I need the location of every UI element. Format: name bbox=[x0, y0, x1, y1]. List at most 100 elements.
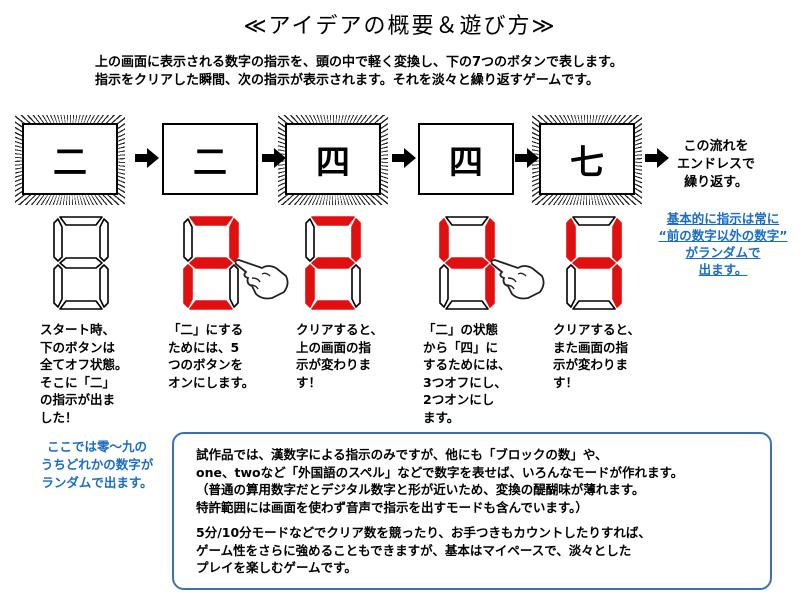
arrow-right-icon bbox=[645, 148, 669, 168]
segment-a-off[interactable] bbox=[445, 216, 489, 226]
caption-line: 下のボタンは bbox=[40, 339, 116, 355]
caption-line: そこに「二」 bbox=[40, 374, 116, 390]
segment-g-on[interactable] bbox=[189, 257, 233, 269]
caption-line: す！ bbox=[553, 374, 579, 390]
pointing-hand-icon bbox=[234, 259, 289, 300]
segment-a-on[interactable] bbox=[189, 216, 233, 226]
segment-c-off[interactable] bbox=[99, 264, 109, 308]
caption-line: スタート時、 bbox=[40, 322, 116, 337]
intro-line: 指示をクリアした瞬間、次の指示が表示されます。それを淡々と繰り返すゲームです。 bbox=[95, 73, 600, 88]
range-note-line: ここでは零～九の bbox=[46, 439, 147, 454]
seven-segment-display-3[interactable] bbox=[302, 213, 364, 313]
details-line: one、twoなど「外国語のスペル」などで数字を表せば、いろんなモードが作れます… bbox=[196, 464, 684, 480]
caption-line: クリアすると、 bbox=[553, 322, 641, 337]
details-line: 特許範囲には画面を使わず音声で指示を出すモードも含んでいます。） bbox=[196, 499, 588, 515]
segment-c-off[interactable] bbox=[351, 264, 361, 308]
caption-line: ためには、5 bbox=[168, 339, 240, 355]
segment-d-on[interactable] bbox=[189, 300, 233, 310]
segment-a-off[interactable] bbox=[572, 216, 616, 226]
segment-a-off[interactable] bbox=[59, 216, 103, 226]
caption-line: 上の画面の指 bbox=[296, 339, 372, 355]
segment-e-off[interactable] bbox=[439, 264, 449, 308]
seven-segment-display-4[interactable] bbox=[436, 213, 498, 313]
random-note: 基本的に指示は常に “前の数字以外の数字” がランダムで 出ます。 bbox=[654, 210, 792, 278]
details-line bbox=[196, 516, 766, 524]
arrow-right-icon bbox=[262, 148, 286, 168]
random-note-line: “前の数字以外の数字” bbox=[658, 228, 788, 243]
caption-step-2: 「二」にする ためには、5 つのボタンを オンにします。 bbox=[168, 321, 278, 391]
intro-line: 上の画面に表示される数字の指示を、頭の中で軽く変換し、下の7つのボタンで表します… bbox=[95, 55, 623, 70]
screen-2: 二 bbox=[162, 123, 258, 195]
segment-f-on[interactable] bbox=[439, 218, 449, 262]
range-note-line: うちどれかの数字が bbox=[40, 457, 154, 472]
segment-e-on[interactable] bbox=[305, 264, 315, 308]
screen-5: 七 bbox=[539, 123, 635, 195]
segment-b-off[interactable] bbox=[99, 218, 109, 262]
caption-line: また画面の指 bbox=[553, 339, 629, 355]
segment-b-on[interactable] bbox=[351, 218, 361, 262]
segment-d-off[interactable] bbox=[59, 300, 103, 310]
seven-segment-display-5[interactable] bbox=[563, 213, 625, 313]
caption-step-3: クリアすると、 上の画面の指 示が変わりま す！ bbox=[296, 321, 406, 391]
range-note-line: ランダムで出ます。 bbox=[41, 475, 153, 490]
caption-line: 3つオフにし、 bbox=[423, 374, 507, 390]
caption-line: から「四」に bbox=[423, 339, 499, 355]
segment-f-off[interactable] bbox=[183, 218, 193, 262]
random-note-line: 出ます。 bbox=[698, 262, 748, 277]
segment-c-on[interactable] bbox=[612, 264, 622, 308]
segment-d-off[interactable] bbox=[445, 300, 489, 310]
segment-g-off[interactable] bbox=[59, 257, 103, 269]
segment-g-on[interactable] bbox=[445, 257, 489, 269]
segment-e-off[interactable] bbox=[53, 264, 63, 308]
segment-b-on[interactable] bbox=[485, 218, 495, 262]
segment-d-on[interactable] bbox=[311, 300, 355, 310]
segment-e-on[interactable] bbox=[183, 264, 193, 308]
seven-segment-display-2[interactable] bbox=[180, 213, 242, 313]
screen-1: 二 bbox=[22, 123, 118, 195]
segment-b-on[interactable] bbox=[612, 218, 622, 262]
arrow-right-icon bbox=[515, 148, 539, 168]
caption-step-5: クリアすると、 また画面の指 示が変わりま す！ bbox=[553, 321, 663, 391]
screen-4: 四 bbox=[418, 123, 514, 195]
intro-text: 上の画面に表示される数字の指示を、頭の中で軽く変換し、下の7つのボタンで表します… bbox=[95, 54, 735, 90]
details-line: ゲーム性をさらに強めることもできますが、基本はマイペースで、淡々とした bbox=[196, 542, 632, 558]
segment-c-on[interactable] bbox=[485, 264, 495, 308]
segment-e-off[interactable] bbox=[566, 264, 576, 308]
details-box bbox=[172, 432, 772, 590]
caption-line: 全てオフ状態。 bbox=[40, 357, 128, 372]
details-text: 試作品では、漢数字による指示のみですが、他にも「ブロックの数」や、 one、tw… bbox=[196, 446, 766, 577]
caption-line: 示が変わりま bbox=[296, 357, 372, 372]
loop-note-line: エンドレスで bbox=[676, 157, 755, 172]
segment-g-on[interactable] bbox=[311, 257, 355, 269]
segment-d-off[interactable] bbox=[572, 300, 616, 310]
caption-line: 2つオンにし bbox=[423, 392, 495, 407]
caption-line: 「二」にする bbox=[168, 322, 244, 337]
caption-step-1: スタート時、 下のボタンは 全てオフ状態。 そこに「二」 の指示が出ま した！ bbox=[40, 321, 150, 426]
caption-line: つのボタンを bbox=[168, 357, 244, 372]
screen-3: 四 bbox=[285, 123, 381, 195]
details-line: 試作品では、漢数字による指示のみですが、他にも「ブロックの数」や、 bbox=[196, 447, 608, 462]
loop-note: この流れを エンドレスで 繰り返す。 bbox=[664, 138, 768, 192]
caption-line: 示が変わりま bbox=[553, 357, 629, 372]
details-line: （普通の算用数字だとデジタル数字と形が近いため、変換の醍醐味が薄れます。 bbox=[196, 482, 645, 497]
random-note-line: 基本的に指示は常に bbox=[666, 211, 780, 226]
random-note-line: がランダムで bbox=[685, 245, 761, 260]
segment-a-on[interactable] bbox=[311, 216, 355, 226]
segment-b-on[interactable] bbox=[229, 218, 239, 262]
seven-segment-display-1[interactable] bbox=[50, 213, 112, 313]
segment-f-on[interactable] bbox=[566, 218, 576, 262]
pointing-hand-icon bbox=[490, 259, 545, 300]
segment-g-on[interactable] bbox=[572, 257, 616, 269]
caption-line: す！ bbox=[296, 374, 322, 390]
caption-line: の指示が出ま bbox=[40, 392, 116, 407]
caption-line: ます。 bbox=[423, 409, 460, 425]
segment-f-off[interactable] bbox=[53, 218, 63, 262]
details-line: プレイを楽しむゲームです。 bbox=[196, 560, 357, 575]
details-line: 5分/10分モードなどでクリア数を競ったり、お手つきもカウントしたりすれば、 bbox=[196, 525, 651, 540]
range-note: ここでは零～九の うちどれかの数字が ランダムで出ます。 bbox=[22, 438, 172, 492]
segment-c-off[interactable] bbox=[229, 264, 239, 308]
page-title: ≪アイデアの概要＆遊び方≫ bbox=[243, 14, 557, 39]
arrow-right-icon bbox=[392, 148, 416, 168]
segment-f-off[interactable] bbox=[305, 218, 315, 262]
loop-note-line: この流れを bbox=[683, 139, 749, 154]
